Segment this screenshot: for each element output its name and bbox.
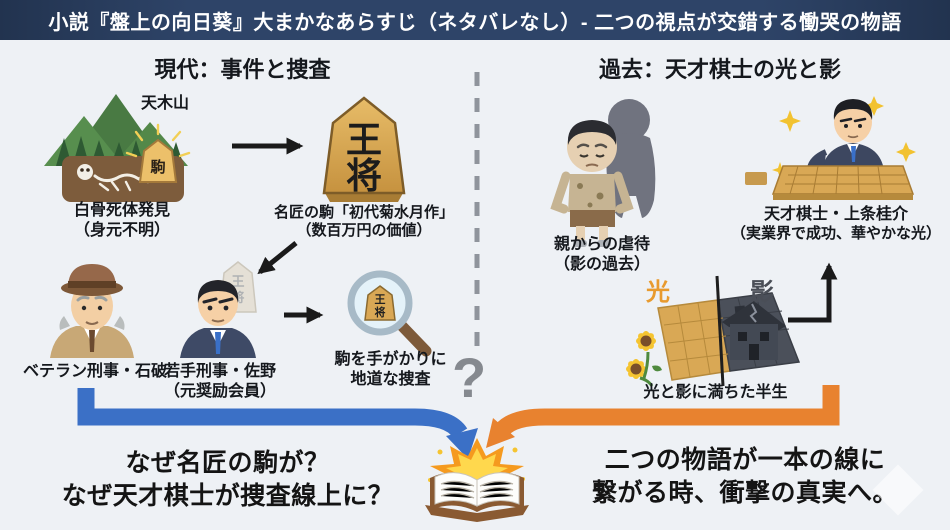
young-detective-line1: 若手刑事・佐野 — [163, 363, 276, 380]
half-life-caption: 光と影に満ちた半生 — [643, 384, 788, 401]
conclusion-left-line2: なぜ天才棋士が捜査線上に？ — [61, 481, 394, 510]
discovery-caption: 白骨死体発見 （身元不明） — [38, 201, 206, 240]
buried-piece-char: 駒 — [150, 158, 165, 176]
investigation-line1: 駒を手がかりに — [334, 351, 447, 368]
piece-char-top: 王 — [346, 119, 382, 160]
veteran-detective-illustration — [50, 264, 134, 358]
sunflower-icon — [626, 331, 662, 387]
past-storyline-arrow — [486, 385, 840, 448]
young-detective-illustration: 王 将 — [180, 261, 257, 358]
genius-line2: （実業界で成功、華やかな光） — [730, 224, 941, 242]
light-label: 光 — [646, 279, 670, 306]
modern-storyline-arrow — [77, 388, 478, 459]
piece-char-bottom: 将 — [346, 155, 382, 196]
veteran-detective-label: ベテラン刑事・石破 — [22, 363, 167, 380]
discovery-line1: 白骨死体発見 — [73, 202, 170, 219]
master-piece-illustration: 王 将 — [322, 96, 406, 202]
mountain-name-label: 天木山 — [140, 95, 189, 112]
masterpiece-line2: （数百万円の価値） — [296, 222, 432, 240]
skeleton-icon — [77, 164, 157, 192]
light-shadow-board-illustration — [626, 275, 801, 387]
conclusion-right-line2: 繋がる時、衝撃の真実へ。 — [591, 478, 898, 507]
conclusion-left-line1: なぜ名匠の駒が？ — [125, 449, 330, 477]
shadow-label: 影 — [750, 279, 774, 306]
arrow-piece-to-detectives — [257, 241, 298, 275]
discovery-line2: （身元不明） — [73, 221, 170, 239]
masterpiece-caption: 名匠の駒「初代菊水月作」 （数百万円の価値） — [243, 204, 485, 241]
abuse-line1: 親からの虐待 — [553, 236, 650, 253]
modern-section-header: 現代：事件と捜査 — [154, 57, 331, 82]
conclusion-right-line1: 二つの物語が一本の線に — [604, 446, 886, 474]
svg-text:王: 王 — [231, 274, 244, 289]
genius-caption: 天才棋士・上条桂介 （実業界で成功、華やかな光） — [722, 205, 950, 243]
magnifier-piece-illustration: 王 将 — [347, 270, 432, 357]
young-detective-line2: （元奨励会員） — [163, 382, 276, 400]
question-mark: ? — [452, 346, 487, 409]
revelation-book-illustration — [425, 438, 529, 522]
detective-hat-icon — [61, 264, 123, 296]
young-detective-label: 若手刑事・佐野 （元奨励会員） — [150, 362, 290, 401]
past-section-header: 過去：天才棋士の光と影 — [598, 57, 841, 82]
arrow-board-to-genius — [788, 262, 838, 323]
sparkles-icon — [772, 96, 916, 178]
abuse-caption: 親からの虐待 （影の過去） — [527, 235, 677, 274]
investigation-line2: 地道な捜査 — [350, 370, 431, 388]
conclusion-left: なぜ名匠の駒が？ なぜ天才棋士が捜査線上に？ — [25, 447, 430, 512]
buried-piece-icon: 駒 — [125, 123, 191, 183]
svg-text:王: 王 — [375, 293, 386, 306]
title-banner: 小説『盤上の向日葵』大まかなあらすじ（ネタバレなし）- 二つの視点が交錯する慟哭… — [0, 0, 950, 40]
dark-house-icon — [722, 301, 786, 360]
masterpiece-line1: 名匠の駒「初代菊水月作」 — [273, 204, 454, 221]
abused-child-illustration — [550, 99, 656, 247]
genius-player-illustration — [745, 96, 916, 200]
investigation-caption: 駒を手がかりに 地道な捜査 — [318, 350, 463, 389]
conclusion-right: 二つの物語が一本の線に 繋がる時、衝撃の真実へ。 — [550, 444, 940, 509]
abuse-line2: （影の過去） — [553, 255, 650, 273]
page-title: 小説『盤上の向日葵』大まかなあらすじ（ネタバレなし）- 二つの視点が交錯する慟哭… — [48, 11, 902, 34]
shadow-figure — [606, 99, 656, 218]
mountain-burial-illustration: 駒 — [44, 94, 191, 202]
genius-line1: 天才棋士・上条桂介 — [763, 206, 908, 223]
svg-text:将: 将 — [375, 305, 386, 319]
